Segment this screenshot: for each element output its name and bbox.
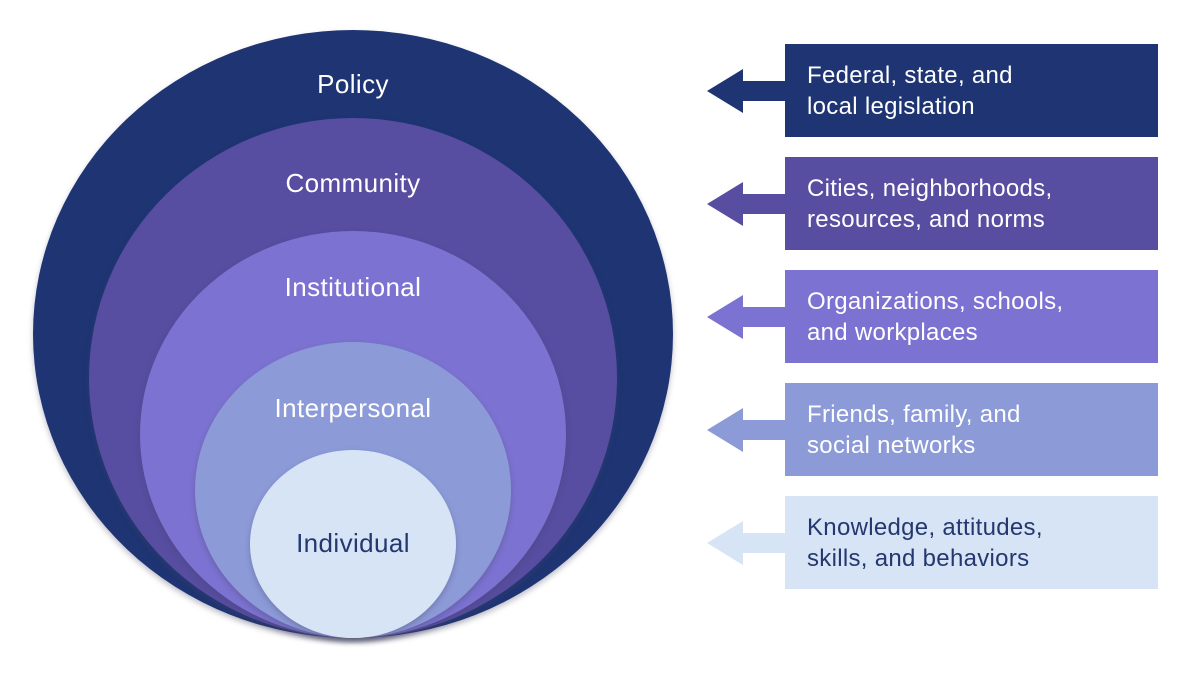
left-arrow-icon: [707, 68, 785, 113]
legend-text-line: local legislation: [807, 92, 975, 120]
legend-text-line: Organizations, schools,: [807, 287, 1064, 315]
legend-box-individual: Knowledge, attitudes, skills, and behavi…: [785, 496, 1158, 589]
legend-box-policy: Federal, state, and local legislation: [785, 44, 1158, 137]
legend-text-line: Federal, state, and: [807, 61, 1013, 89]
legend-row-interpersonal: Friends, family, and social networks: [707, 383, 1158, 476]
left-arrow-icon: [707, 520, 785, 565]
legend-text-line: and workplaces: [807, 318, 978, 346]
circle-label-policy: Policy: [317, 69, 389, 99]
circle-label-individual: Individual: [296, 528, 410, 558]
legend-row-individual: Knowledge, attitudes, skills, and behavi…: [707, 496, 1158, 589]
left-arrow-icon: [707, 294, 785, 339]
legend-text-line: Knowledge, attitudes,: [807, 513, 1043, 541]
legend-text-line: skills, and behaviors: [807, 544, 1030, 572]
legend-box-institutional: Organizations, schools, and workplaces: [785, 270, 1158, 363]
left-arrow-icon: [707, 407, 785, 452]
circle-label-institutional: Institutional: [284, 272, 422, 302]
circle-label-interpersonal: Interpersonal: [274, 393, 432, 423]
legend-text-line: Cities, neighborhoods,: [807, 174, 1053, 202]
circle-label-community: Community: [285, 168, 421, 198]
legend-row-institutional: Organizations, schools, and workplaces: [707, 270, 1158, 363]
legend-row-community: Cities, neighborhoods, resources, and no…: [707, 157, 1158, 250]
left-arrow-icon: [707, 181, 785, 226]
legend-text-line: social networks: [807, 431, 976, 459]
legend-text-line: Friends, family, and: [807, 400, 1021, 428]
circle-individual: [250, 450, 456, 638]
legend-row-policy: Federal, state, and local legislation: [707, 44, 1158, 137]
legend-box-community: Cities, neighborhoods, resources, and no…: [785, 157, 1158, 250]
legend-text-line: resources, and norms: [807, 205, 1046, 233]
legend-box-interpersonal: Friends, family, and social networks: [785, 383, 1158, 476]
